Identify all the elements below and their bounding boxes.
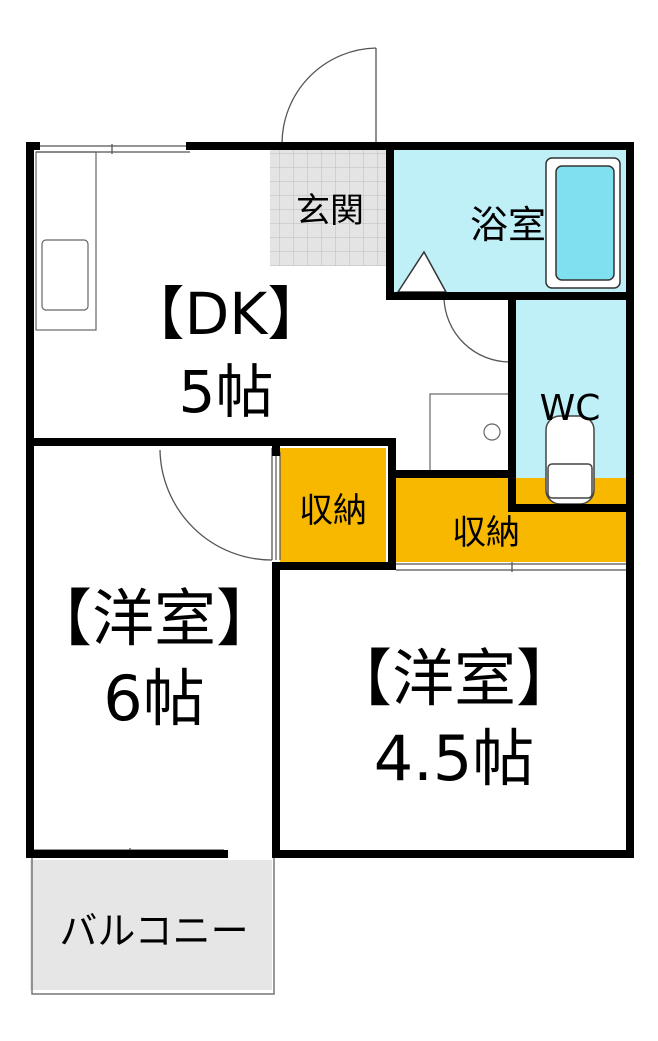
dk-room-size: 5帖 [179,358,274,426]
storage-1-area [280,448,386,562]
storage-1-label: 収納 [299,491,367,531]
balcony-border [31,858,275,995]
storage-2-sliding-door-icon [396,562,626,572]
western-6-room-name: 【洋室】 [30,582,278,655]
wc-label: WC [540,388,601,429]
balcony-label: バルコニー [59,909,248,953]
walls [26,142,634,858]
western-6-door-swing-icon [159,449,273,561]
dk-room-name: 【DK】 [127,280,326,348]
storage-1-sliding-door-icon [275,452,281,560]
genkan-label: 玄関 [296,191,364,231]
storage-2-label: 収納 [452,513,520,553]
dk-window-icon [36,144,190,154]
sink-icon [41,239,89,311]
bath-label: 浴室 [470,203,546,247]
genkan-floor [270,150,386,266]
western-45-room-size: 4.5帖 [374,722,535,795]
wc-door-swing-icon [443,297,511,363]
entrance-door-swing-icon [281,47,377,145]
balcony-area [30,860,272,990]
western-6-room-size: 6帖 [103,662,204,735]
western-45-room-name: 【洋室】 [330,642,578,715]
